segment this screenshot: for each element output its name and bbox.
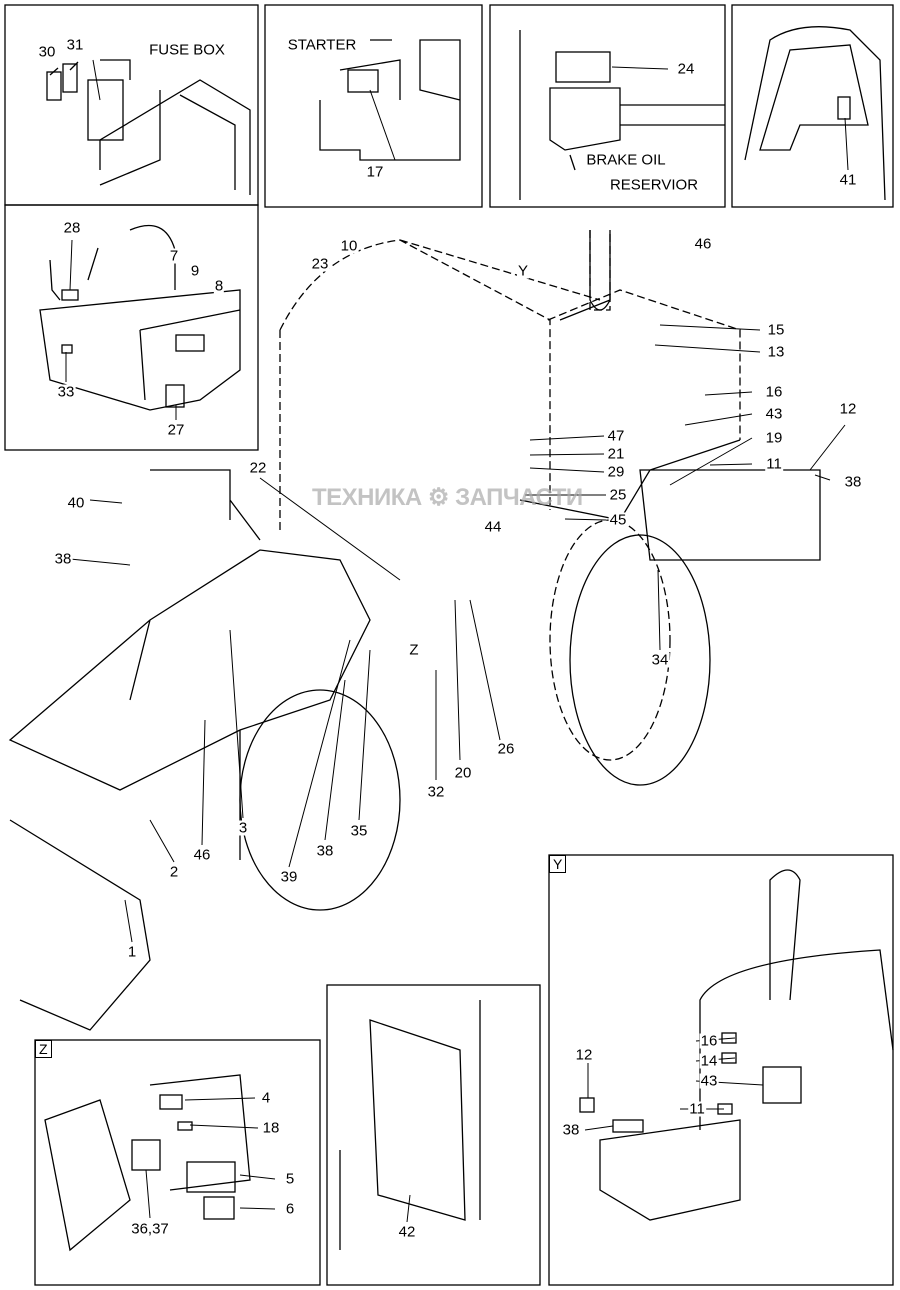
part-label: 32 <box>426 783 446 801</box>
seat-frame <box>4 204 259 451</box>
part-label: 16 <box>764 383 784 401</box>
part-label: 12 <box>574 1046 594 1064</box>
part-label: 46 <box>192 846 212 864</box>
brake-frame <box>489 4 726 208</box>
part-label: 1 <box>126 943 138 961</box>
starter-frame <box>264 4 483 208</box>
part-label: 18 <box>261 1119 281 1137</box>
brake-title-line1: BRAKE OIL <box>585 151 667 169</box>
starter-title: STARTER <box>286 36 358 54</box>
part-label: 2 <box>168 863 180 881</box>
part-label: 9 <box>189 262 201 280</box>
brake-title-line2: RESERVIOR <box>608 176 700 194</box>
part-label: 17 <box>365 163 385 181</box>
part-label: 14 <box>699 1052 719 1070</box>
view-marker-y: Y <box>516 262 530 280</box>
view-z-frame <box>34 1039 321 1286</box>
part-label: 38 <box>561 1121 581 1139</box>
part-label: 38 <box>315 842 335 860</box>
fuse-box-title: FUSE BOX <box>148 41 226 59</box>
part-label: 33 <box>56 383 76 401</box>
part-label: 29 <box>606 463 626 481</box>
part-label: 47 <box>606 427 626 445</box>
part-label: 39 <box>279 868 299 886</box>
part-label: 36,37 <box>130 1220 170 1238</box>
part-label: 43 <box>764 405 784 423</box>
part-label: 20 <box>453 764 473 782</box>
part-label: 25 <box>608 486 628 504</box>
part-label: 46 <box>693 235 713 253</box>
part-label: 19 <box>764 429 784 447</box>
part-label: 23 <box>310 255 330 273</box>
part-label: 30 <box>37 43 57 61</box>
part-label: 7 <box>168 247 180 265</box>
part-label: 38 <box>843 473 863 491</box>
fuse-box-frame <box>4 4 259 206</box>
view-y-tag: Y <box>549 855 567 873</box>
part-label: 12 <box>838 400 858 418</box>
part-label: 38 <box>53 550 73 568</box>
part-label: 15 <box>766 321 786 339</box>
view-y-frame <box>548 854 894 1286</box>
part-label: 41 <box>838 171 858 189</box>
part-label: 42 <box>397 1223 417 1241</box>
part-label: 11 <box>688 1100 706 1118</box>
window-frame <box>731 4 894 208</box>
part-label: 43 <box>699 1072 719 1090</box>
part-label: 3 <box>237 819 249 837</box>
part-label: 35 <box>349 822 369 840</box>
part-label: 5 <box>284 1170 296 1188</box>
part-label: 45 <box>608 511 628 529</box>
part-label: 8 <box>213 277 225 295</box>
view-marker-z: Z <box>408 641 420 659</box>
part-label: 44 <box>483 518 503 536</box>
view-z-tag: Z <box>35 1040 52 1058</box>
part-label: 27 <box>166 421 186 439</box>
part-label: 13 <box>766 343 786 361</box>
part-label: 26 <box>496 740 516 758</box>
part-label: 16 <box>699 1032 719 1050</box>
part-label: 34 <box>650 651 670 669</box>
part-label: 21 <box>606 445 626 463</box>
part-label: 6 <box>284 1200 296 1218</box>
part-label: 31 <box>65 36 85 54</box>
part-label: 28 <box>62 219 82 237</box>
part-label: 11 <box>765 455 783 473</box>
part-label: 22 <box>248 459 268 477</box>
part-label: 10 <box>339 237 359 255</box>
part-label: 40 <box>66 494 86 512</box>
part-label: 24 <box>676 60 696 78</box>
part-label: 4 <box>260 1089 272 1107</box>
grille-frame <box>326 984 541 1286</box>
watermark: ТЕХНИКА ⚙ ЗАПЧАСТИ <box>312 484 583 511</box>
